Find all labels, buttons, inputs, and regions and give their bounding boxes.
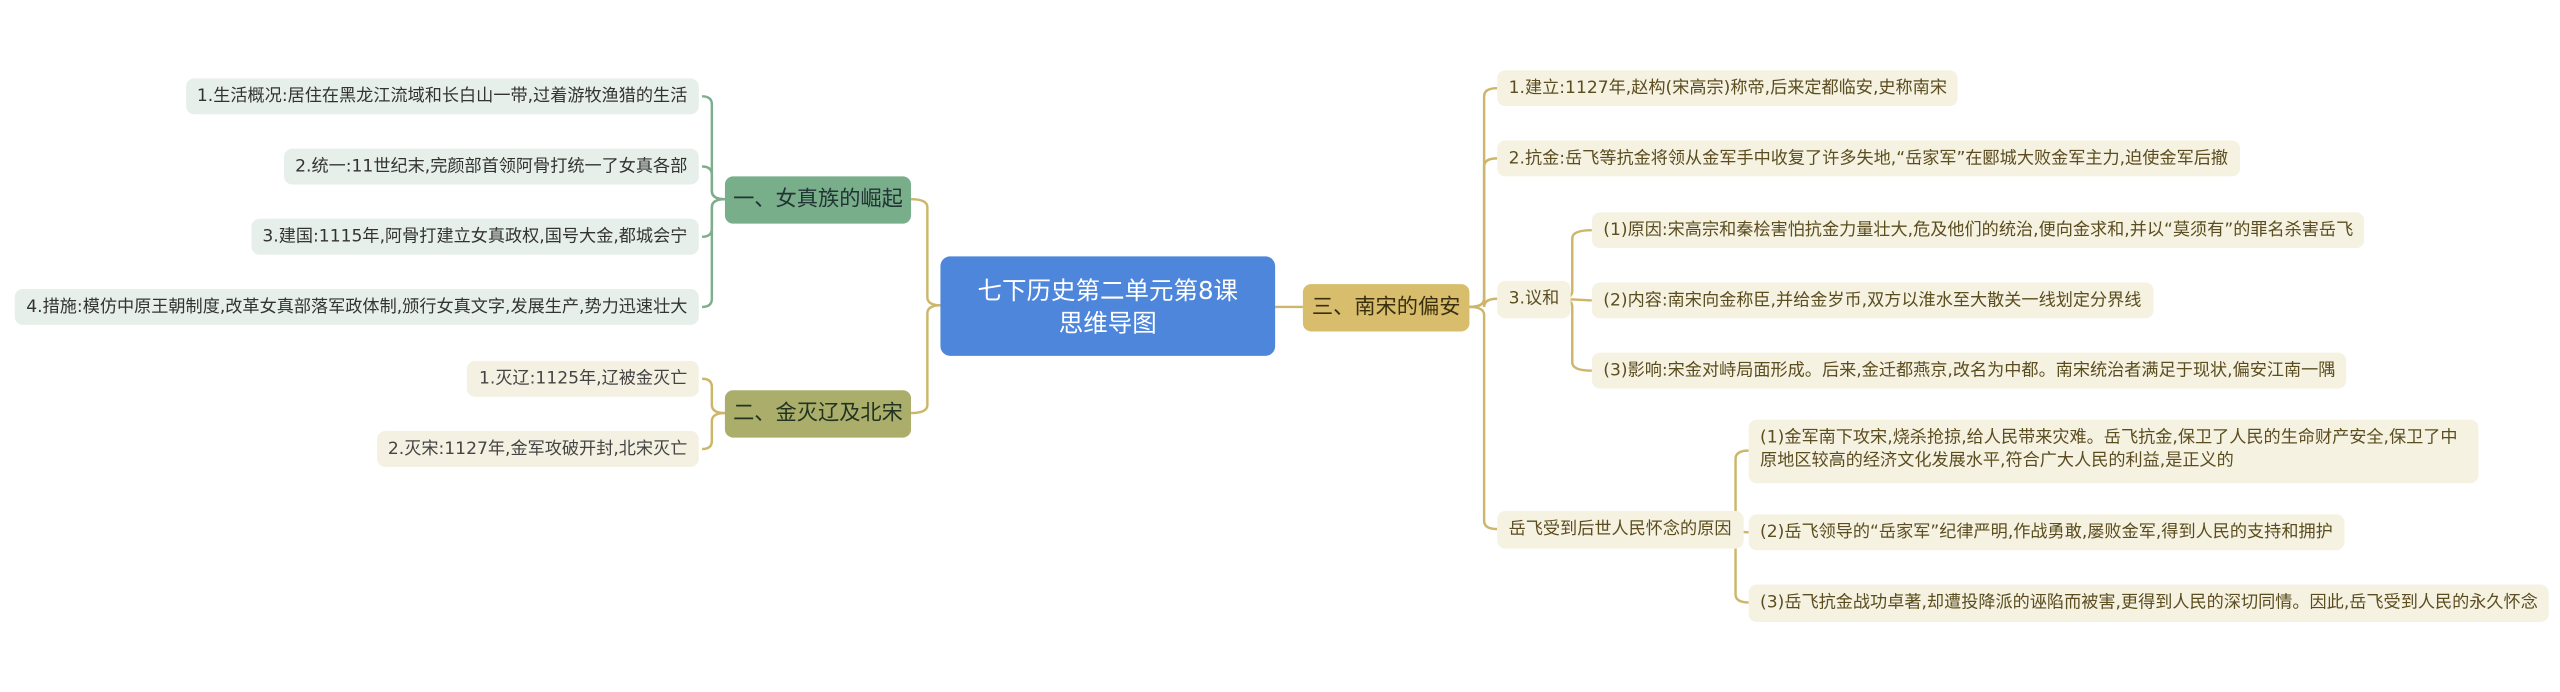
connector-line <box>702 165 725 201</box>
connector-line <box>1469 297 1498 309</box>
root-title-line2: 思维导图 <box>1058 307 1157 338</box>
connector-line <box>911 304 941 415</box>
node-peace-talks[interactable]: 3.议和 <box>1497 280 1571 319</box>
root-node[interactable]: 七下历史第二单元第8课思维导图 <box>940 256 1276 356</box>
leaf-life[interactable]: 1.生活概况:居住在黑龙江流域和长白山一带,过着游牧渔猎的生活 <box>185 78 699 115</box>
leaf-yuefei-reason-2[interactable]: (2)岳飞领导的“岳家军”纪律严明,作战勇敢,屡败金军,得到人民的支持和拥护 <box>1748 514 2345 551</box>
connector-line <box>911 197 941 307</box>
leaf-yuefei-reason-1[interactable]: (1)金军南下攻宋,烧杀抢掠,给人民带来灾难。岳飞抗金,保卫了人民的生命财产安全… <box>1748 419 2479 484</box>
leaf-found[interactable]: 3.建国:1115年,阿骨打建立女真政权,国号大金,都城会宁 <box>250 218 699 255</box>
leaf-establish[interactable]: 1.建立:1127年,赵构(宋高宗)称帝,后来定都临安,史称南宋 <box>1497 70 1959 107</box>
leaf-destroy-song[interactable]: 2.灭宋:1127年,金军攻破开封,北宋灭亡 <box>376 431 699 467</box>
leaf-measures[interactable]: 4.措施:模仿中原王朝制度,改革女真部落军政体制,颁行女真文字,发展生产,势力迅… <box>14 288 699 325</box>
leaf-peace-cause[interactable]: (1)原因:宋高宗和秦桧害怕抗金力量壮大,危及他们的统治,便向金求和,并以“莫须… <box>1591 212 2365 249</box>
branch-jin-destroys-liao-song[interactable]: 二、金灭辽及北宋 <box>724 390 912 438</box>
connector-line <box>702 377 725 415</box>
leaf-resist-jin[interactable]: 2.抗金:岳飞等抗金将领从金军手中收复了许多失地,“岳家军”在郾城大败金军主力,… <box>1497 140 2240 177</box>
leaf-unify[interactable]: 2.统一:11世纪末,完颜部首领阿骨打统一了女真各部 <box>283 148 699 185</box>
leaf-peace-impact[interactable]: (3)影响:宋金对峙局面形成。后来,金迁都燕京,改名为中都。南宋统治者满足于现状… <box>1591 352 2347 389</box>
root-title-line1: 七下历史第二单元第8课 <box>977 275 1239 305</box>
connector-line <box>1469 305 1498 531</box>
connector-line <box>702 95 725 201</box>
connector-line <box>1469 157 1498 309</box>
branch-southern-song[interactable]: 三、南宋的偏安 <box>1302 284 1470 332</box>
branch-jurchen-rise[interactable]: 一、女真族的崛起 <box>724 176 912 224</box>
leaf-yuefei-reason-3[interactable]: (3)岳飞抗金战功卓著,却遭投降派的诬陷而被害,更得到人民的深切同情。因此,岳飞… <box>1748 584 2550 623</box>
leaf-destroy-liao[interactable]: 1.灭辽:1125年,辽被金灭亡 <box>467 360 699 397</box>
leaf-peace-content[interactable]: (2)内容:南宋向金称臣,并给金岁币,双方以淮水至大散关一线划定分界线 <box>1591 282 2153 319</box>
connector-line <box>702 411 725 451</box>
connector-line <box>702 197 725 309</box>
node-yuefei-reasons[interactable]: 岳飞受到后世人民怀念的原因 <box>1497 511 1743 549</box>
